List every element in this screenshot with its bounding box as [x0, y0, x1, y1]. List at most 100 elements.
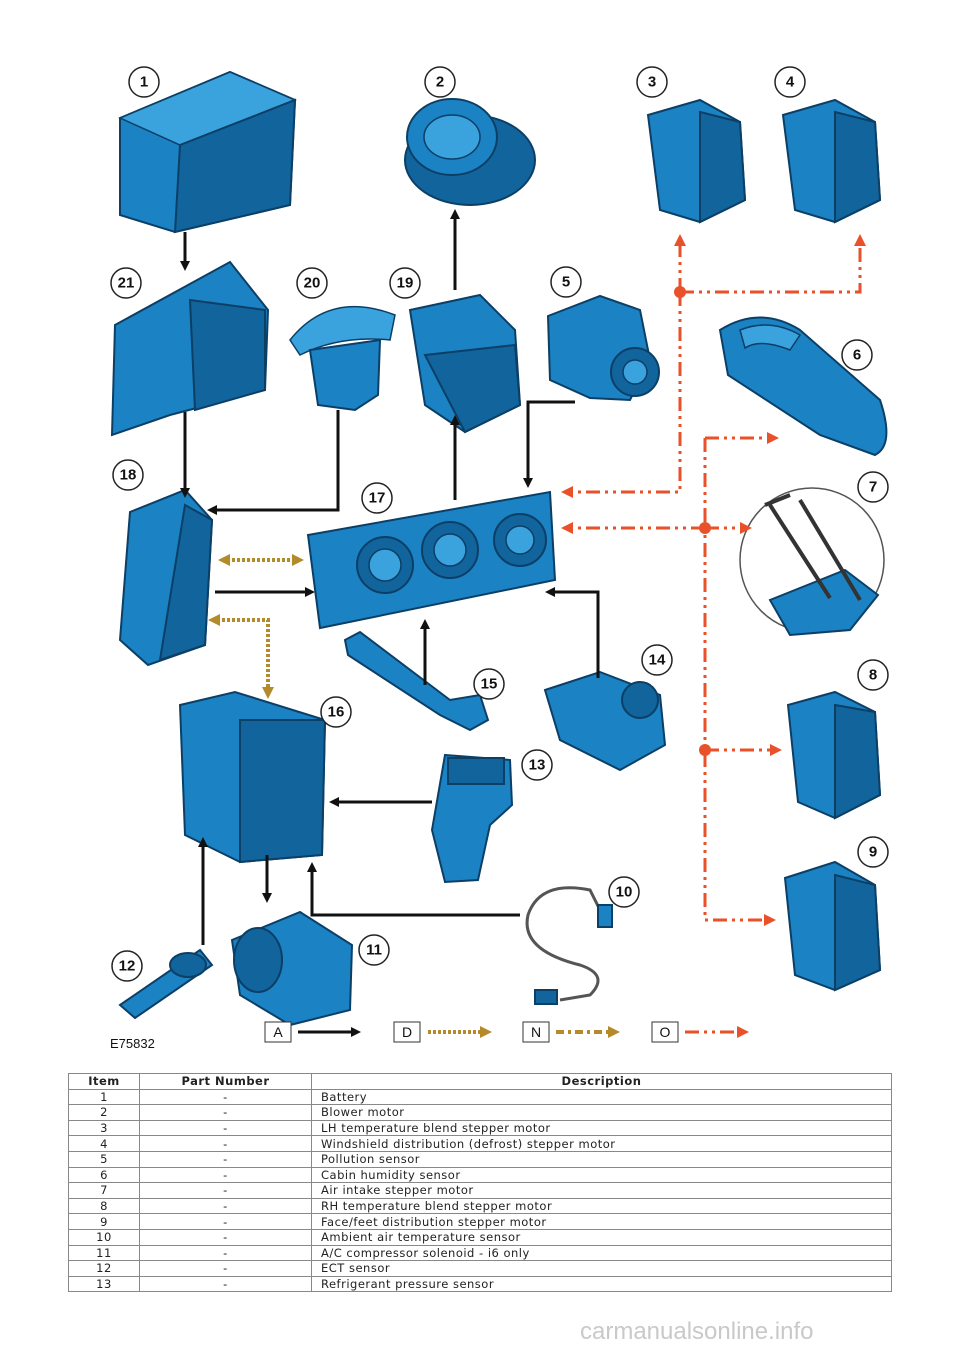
svg-text:17: 17	[369, 490, 386, 507]
svg-text:6: 6	[853, 347, 861, 364]
callout-11: 11	[358, 934, 390, 966]
table-header-row: Item Part Number Description	[68, 1073, 892, 1090]
description-cell: Air intake stepper motor	[311, 1182, 892, 1199]
svg-text:15: 15	[481, 676, 498, 693]
part-number-cell: -	[139, 1228, 312, 1246]
svg-text:A: A	[273, 1024, 283, 1040]
svg-text:10: 10	[616, 884, 633, 901]
svg-text:20: 20	[304, 275, 321, 292]
ecm-18-part	[118, 488, 214, 667]
callout-13: 13	[521, 749, 553, 781]
item-cell: 12	[68, 1260, 140, 1277]
table-row: 12-ECT sensor	[68, 1260, 892, 1277]
description-cell: Battery	[311, 1088, 892, 1106]
description-cell: Blower motor	[311, 1104, 892, 1121]
callout-6: 6	[841, 339, 873, 371]
pollution-sensor-part	[546, 294, 660, 402]
stepper-motor-3-part	[646, 98, 747, 224]
table-row: 3-LH temperature blend stepper motor	[68, 1119, 892, 1137]
header-part-number: Part Number	[139, 1073, 312, 1090]
item-cell: 13	[68, 1275, 140, 1293]
ambient-temp-sensor-part	[525, 886, 613, 1005]
pcm-16-part	[178, 690, 327, 864]
ect-sensor-part	[118, 948, 214, 1020]
description-cell: Refrigerant pressure sensor	[311, 1275, 892, 1293]
item-cell: 7	[68, 1182, 140, 1199]
table-row: 11-A/C compressor solenoid - i6 only	[68, 1244, 892, 1262]
table-row: 2-Blower motor	[68, 1104, 892, 1121]
svg-text:O: O	[660, 1024, 671, 1040]
svg-text:D: D	[402, 1024, 412, 1040]
header-description: Description	[311, 1073, 892, 1090]
item-cell: 8	[68, 1197, 140, 1215]
dryer-housing-part	[110, 260, 270, 437]
callout-10: 10	[608, 876, 640, 908]
pressure-sensor-part	[430, 753, 514, 884]
table-row: 1-Battery	[68, 1088, 892, 1106]
table-row: 5-Pollution sensor	[68, 1150, 892, 1168]
part-number-cell: -	[139, 1088, 312, 1106]
legend-o: O	[651, 1021, 749, 1043]
callout-8: 8	[857, 659, 889, 691]
description-cell: A/C compressor solenoid - i6 only	[311, 1244, 892, 1262]
callout-7: 7	[857, 471, 889, 503]
item-cell: 4	[68, 1135, 140, 1152]
callout-2: 2	[424, 66, 456, 98]
part-number-cell: -	[139, 1150, 312, 1168]
component-location-diagram: 1 2 3 4 5 6 7 8 9 10 11 12 13 14 15 16 1…	[110, 66, 889, 1051]
legend-n: N	[522, 1021, 620, 1043]
svg-text:11: 11	[366, 942, 382, 959]
item-cell: 2	[68, 1104, 140, 1121]
sensor-14-part	[543, 670, 667, 772]
svg-text:4: 4	[786, 74, 795, 91]
callout-3: 3	[636, 66, 668, 98]
part-number-cell: -	[139, 1260, 312, 1277]
sensor-15-part	[343, 630, 490, 732]
control-panel-part	[306, 490, 557, 630]
part-number-cell: -	[139, 1119, 312, 1137]
table-row: 9-Face/feet distribution stepper motor	[68, 1213, 892, 1230]
description-cell: LH temperature blend stepper motor	[311, 1119, 892, 1137]
callout-5: 5	[550, 266, 582, 298]
callout-21: 21	[110, 267, 142, 299]
callout-14: 14	[641, 644, 673, 676]
part-number-cell: -	[139, 1166, 312, 1184]
table-row: 7-Air intake stepper motor	[68, 1182, 892, 1199]
stepper-motor-4-part	[781, 98, 882, 224]
svg-text:N: N	[531, 1024, 541, 1040]
svg-text:19: 19	[397, 275, 414, 292]
air-intake-motor-part	[739, 487, 885, 637]
description-cell: Pollution sensor	[311, 1150, 892, 1168]
callout-18: 18	[112, 459, 144, 491]
header-item: Item	[68, 1073, 140, 1090]
table-row: 10-Ambient air temperature sensor	[68, 1228, 892, 1246]
table-row: 8-RH temperature blend stepper motor	[68, 1197, 892, 1215]
callout-15: 15	[473, 668, 505, 700]
description-cell: RH temperature blend stepper motor	[311, 1197, 892, 1215]
item-cell: 1	[68, 1088, 140, 1106]
callout-12: 12	[111, 950, 143, 982]
part-number-cell: -	[139, 1182, 312, 1199]
compressor-part	[230, 910, 354, 1027]
table-row: 4-Windshield distribution (defrost) step…	[68, 1135, 892, 1152]
item-cell: 3	[68, 1119, 140, 1137]
humidity-sensor-part	[718, 316, 888, 457]
description-cell: Ambient air temperature sensor	[311, 1228, 892, 1246]
svg-text:16: 16	[328, 704, 345, 721]
description-cell: Face/feet distribution stepper motor	[311, 1213, 892, 1230]
item-cell: 11	[68, 1244, 140, 1262]
legend-a: A	[264, 1021, 361, 1043]
legend-d: D	[393, 1021, 492, 1043]
svg-text:3: 3	[648, 74, 656, 91]
watermark: carmanualsonline.info	[580, 1318, 814, 1345]
part-number-cell: -	[139, 1197, 312, 1215]
part-number-cell: -	[139, 1104, 312, 1121]
item-cell: 10	[68, 1228, 140, 1246]
svg-text:12: 12	[119, 958, 136, 975]
svg-text:13: 13	[529, 757, 546, 774]
battery-part	[118, 70, 297, 234]
svg-text:1: 1	[140, 74, 148, 91]
item-cell: 9	[68, 1213, 140, 1230]
